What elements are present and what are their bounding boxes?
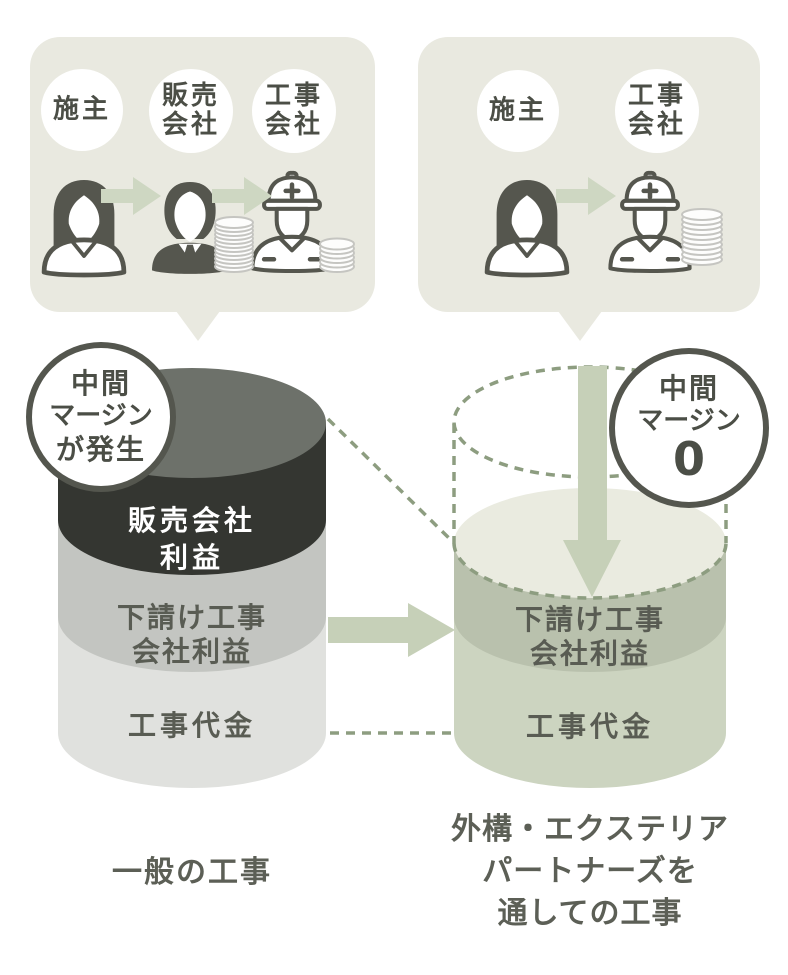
dashed-level-connector-top (326, 417, 458, 547)
margin-badge-left (26, 342, 176, 492)
coin-icon (214, 216, 254, 229)
coin-icon (319, 237, 355, 251)
coin-stack-icon (214, 216, 254, 273)
bubble-tail (558, 311, 602, 341)
actor-circle-builder (252, 69, 336, 153)
coin-stack-icon (681, 208, 723, 266)
actor-circle-client (41, 69, 123, 151)
actor-circle-sales (149, 69, 233, 153)
right-flow-bubble (418, 37, 760, 341)
bubble-tail (176, 311, 220, 341)
left-flow-bubble (30, 37, 375, 341)
coin-icon (681, 208, 723, 221)
coin-stack-icon (319, 237, 355, 273)
margin-badge-right (609, 348, 769, 508)
right-cost-cylinder (452, 365, 728, 788)
bubble-background (418, 37, 760, 312)
actor-circle-builder (615, 69, 699, 153)
arrow-down-icon (563, 366, 621, 597)
arrow-right-icon (328, 603, 455, 657)
actor-circle-client (477, 70, 559, 152)
